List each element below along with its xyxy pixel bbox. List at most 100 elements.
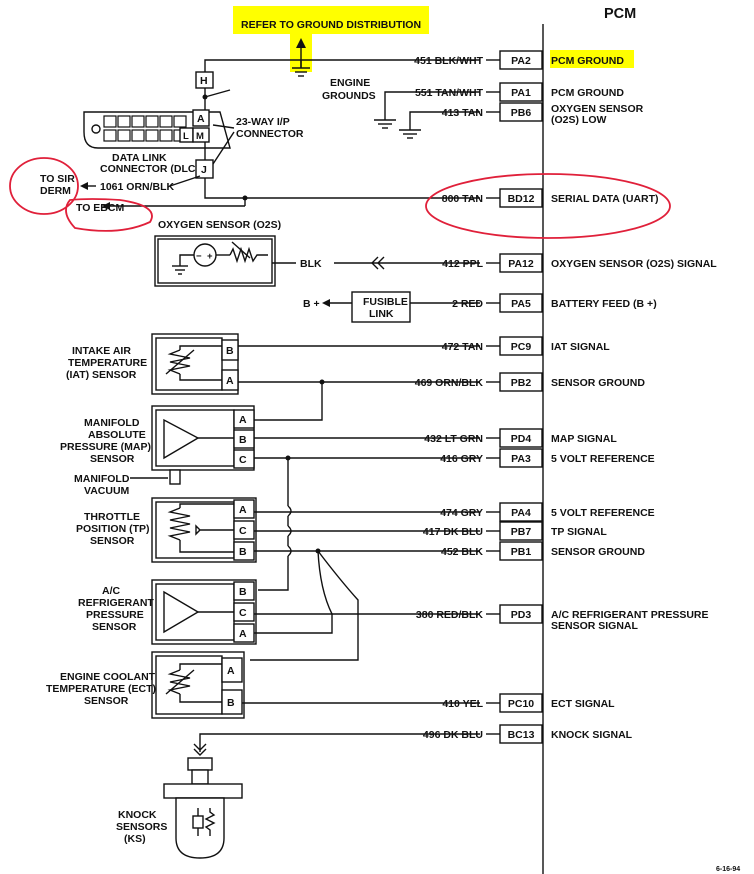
ect-sensor: A B xyxy=(151,651,245,719)
pin-box xyxy=(499,604,543,624)
svg-text:A: A xyxy=(239,504,247,516)
pin-id: PD4 xyxy=(511,433,532,445)
pin-box xyxy=(499,102,543,122)
wire-label: 452 BLK xyxy=(441,546,483,558)
iat-sensor: B A xyxy=(151,333,239,395)
pin-id: PA4 xyxy=(511,507,531,519)
fusible-link xyxy=(351,291,411,323)
highlight-pcm-ground xyxy=(550,50,634,68)
ip-connector-label: 23-WAY I/P xyxy=(236,116,290,128)
svg-text:SENSOR: SENSOR xyxy=(92,621,137,633)
dlc-connector: A L M xyxy=(83,109,231,149)
pin-id: PC9 xyxy=(511,341,532,353)
svg-text:TEMPERATURE: TEMPERATURE xyxy=(68,357,147,369)
wire-label: 410 YEL xyxy=(442,698,483,710)
svg-text:TEMPERATURE (ECT): TEMPERATURE (ECT) xyxy=(46,683,156,695)
wire-label: 472 TAN xyxy=(442,341,483,353)
pin-box xyxy=(499,521,543,541)
pin-box xyxy=(499,502,543,522)
svg-text:LINK: LINK xyxy=(369,308,394,320)
pin-id: PB1 xyxy=(511,546,532,558)
svg-text:+: + xyxy=(207,251,213,262)
svg-text:C: C xyxy=(239,607,247,619)
pin-box xyxy=(499,428,543,448)
svg-text:B: B xyxy=(227,697,235,709)
pin-description: PCM GROUND xyxy=(551,55,624,67)
pin-description: PCM GROUND xyxy=(551,87,624,99)
pin-description: OXYGEN SENSOR (O2S) SIGNAL xyxy=(551,258,717,270)
svg-text:B: B xyxy=(239,546,247,558)
pcm-pin-row: PB1 SENSOR GROUND 452 BLK xyxy=(441,541,645,561)
pin-box xyxy=(499,336,543,356)
knock-label: KNOCK xyxy=(118,809,157,821)
to-ebcm-label: TO EBCM xyxy=(76,202,124,214)
svg-text:VACUUM: VACUUM xyxy=(84,485,130,497)
ac-label: A/C xyxy=(102,585,121,597)
pin-description: 5 VOLT REFERENCE xyxy=(551,507,655,519)
pin-description: BATTERY FEED (B +) xyxy=(551,298,657,310)
wire-label: 413 TAN xyxy=(442,107,483,119)
pin-description: OXYGEN SENSOR xyxy=(551,103,644,115)
tp-sensor: A C B xyxy=(151,497,257,563)
pin-description: SENSOR GROUND xyxy=(551,546,645,558)
svg-text:C: C xyxy=(239,454,247,466)
o2s-label: OXYGEN SENSOR (O2S) xyxy=(158,219,281,231)
pin-description: SENSOR GROUND xyxy=(551,377,645,389)
to-sir-label: TO SIR xyxy=(40,173,75,185)
pcm-pin-row: PA5 BATTERY FEED (B +) 2 RED xyxy=(452,293,657,313)
svg-text:B: B xyxy=(239,434,247,446)
svg-text:SENSORS: SENSORS xyxy=(116,821,167,833)
pin-description: MAP SIGNAL xyxy=(551,433,617,445)
svg-text:ABSOLUTE: ABSOLUTE xyxy=(88,429,146,441)
pin-box xyxy=(499,541,543,561)
svg-text:REFRIGERANT: REFRIGERANT xyxy=(78,597,154,609)
pin-description: KNOCK SIGNAL xyxy=(551,729,633,741)
pin-description: SENSOR SIGNAL xyxy=(551,620,639,632)
pin-box xyxy=(499,82,543,102)
pin-description: A/C REFRIGERANT PRESSURE xyxy=(551,609,709,621)
svg-text:CONNECTOR: CONNECTOR xyxy=(236,128,304,140)
svg-text:A: A xyxy=(239,628,247,640)
map-sensor: A B C xyxy=(151,405,255,485)
svg-text:A: A xyxy=(239,414,247,426)
ect-label: ENGINE COOLANT xyxy=(60,671,156,683)
svg-text:DERM: DERM xyxy=(40,185,71,197)
svg-text:−: − xyxy=(196,251,202,262)
pin-id: PA5 xyxy=(511,298,531,310)
pin-id: PC10 xyxy=(508,698,534,710)
pcm-pin-row: PC9 IAT SIGNAL 472 TAN xyxy=(442,336,610,356)
pin-box xyxy=(499,372,543,392)
pin-box xyxy=(499,448,543,468)
svg-text:SENSOR: SENSOR xyxy=(90,535,135,547)
vacuum-label: MANIFOLD xyxy=(74,473,130,485)
knock-sensor xyxy=(163,757,243,859)
svg-text:A: A xyxy=(227,665,235,677)
blk-wire-label: BLK xyxy=(300,258,322,270)
date-code: 6-16-94 xyxy=(716,866,740,873)
svg-text:FUSIBLE: FUSIBLE xyxy=(363,296,408,308)
iat-label: INTAKE AIR xyxy=(72,345,131,357)
pin-description: IAT SIGNAL xyxy=(551,341,610,353)
svg-text:SENSOR: SENSOR xyxy=(90,453,135,465)
ac-sensor: B C A xyxy=(151,579,257,645)
pin-box xyxy=(499,693,543,713)
map-label: MANIFOLD xyxy=(84,417,140,429)
wire-label: 2 RED xyxy=(452,298,483,310)
dlc-label: DATA LINK xyxy=(112,152,167,164)
svg-text:B: B xyxy=(239,586,247,598)
wire-label: 416 GRY xyxy=(440,453,483,465)
wire-label: 451 BLK/WHT xyxy=(414,55,483,67)
svg-text:M: M xyxy=(196,131,204,142)
wire-label: 380 RED/BLK xyxy=(416,609,484,621)
pin-box xyxy=(499,293,543,313)
